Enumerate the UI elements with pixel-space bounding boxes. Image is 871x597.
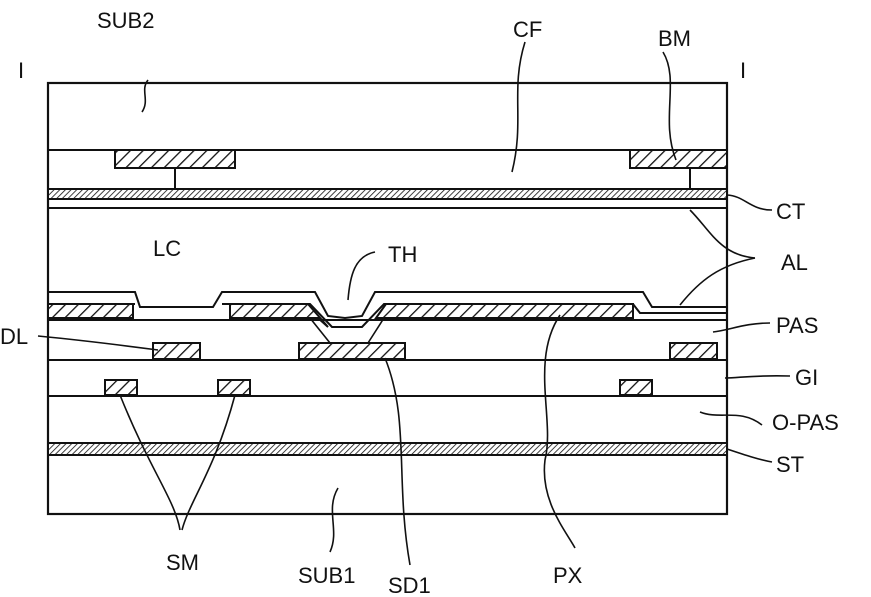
label-px: PX [553,563,583,588]
ct-layer [48,189,727,199]
label-bm: BM [658,26,691,51]
gi-block-right [670,343,717,359]
sm-block-1 [105,380,137,395]
label-sd1: SD1 [388,573,431,597]
label-st: ST [776,452,804,477]
section-label-right: I [740,58,746,83]
label-pas: PAS [776,313,818,338]
label-al: AL [781,250,808,275]
sm-block-3 [620,380,652,395]
label-sub1: SUB1 [298,563,355,588]
label-lc: LC [153,236,181,261]
bm-block-left [115,150,235,168]
label-opas: O-PAS [772,410,839,435]
label-cf: CF [513,17,542,42]
section-label-left: I [18,58,24,83]
leader-ct [727,195,772,210]
dl-drain-line [153,343,200,359]
leader-st [727,449,772,462]
electrode-left [48,304,133,318]
st-layer [48,443,727,455]
label-ct: CT [776,199,805,224]
label-sub2: SUB2 [97,8,154,33]
sd1-electrode [299,343,405,359]
label-gi: GI [795,365,818,390]
leader-gi [725,376,790,378]
px-electrode [376,304,633,318]
label-dl: DL [0,324,28,349]
label-sm: SM [166,550,199,575]
label-th: TH [388,242,417,267]
sm-block-2 [218,380,250,395]
bm-block-right [630,150,727,168]
